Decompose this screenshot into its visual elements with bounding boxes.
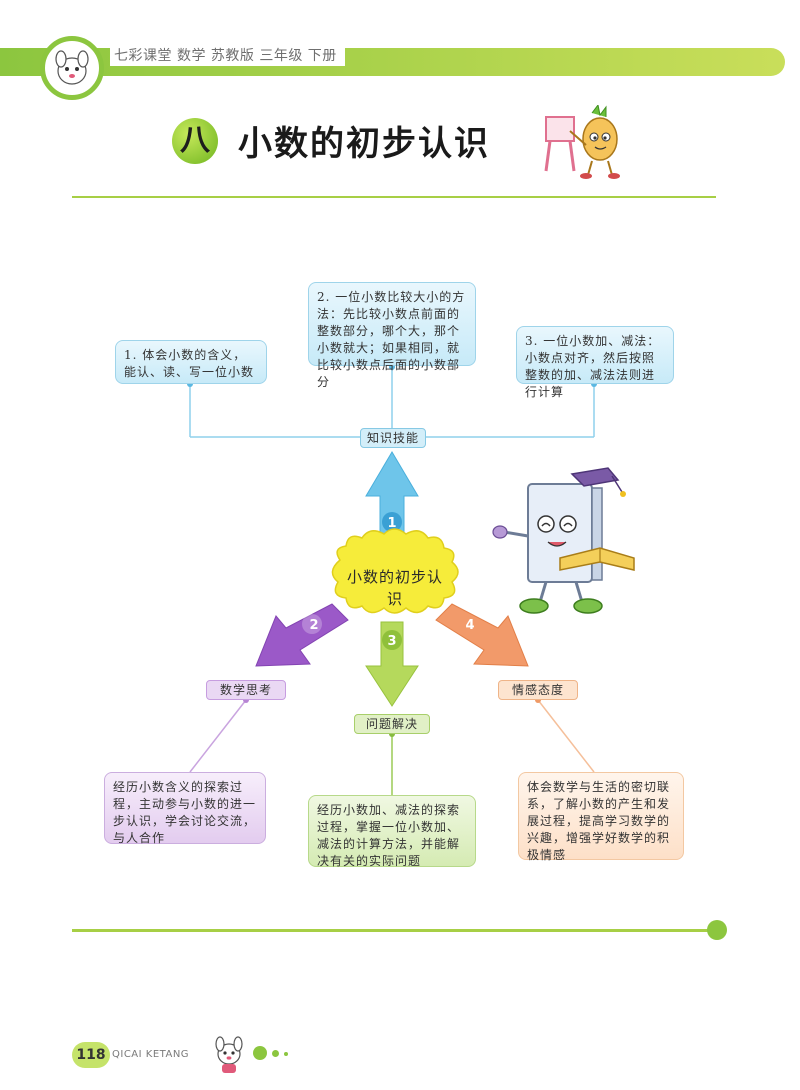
arrow-3-number: 3 — [387, 634, 396, 649]
branch-label-attitude: 情感态度 — [498, 680, 578, 700]
arrow-4-number: 4 — [465, 618, 474, 633]
arrow-4-down-right-icon: 4 — [435, 603, 529, 667]
arrow-1-up-icon: 1 — [365, 451, 419, 543]
footer-mascot-icon — [208, 1030, 250, 1080]
arrow-3-down-icon: 3 — [365, 621, 419, 707]
thinking-connector-line — [189, 699, 247, 773]
branch-label-problem-solving: 问题解决 — [354, 714, 430, 734]
book-mascot-icon — [488, 466, 640, 620]
page-number: 118 — [72, 1042, 110, 1068]
knowledge-item-3: 3. 一位小数加、减法：小数点对齐，然后按照整数的加、减法法则进行计算 — [516, 326, 674, 399]
center-cloud-shape — [331, 528, 459, 614]
bottom-divider — [72, 929, 712, 932]
problem-solving-item: 经历小数加、减法的探索过程，掌握一位小数加、减法的计算方法，并能解决有关的实际问… — [308, 795, 476, 868]
top-divider — [72, 196, 716, 198]
footer-dot-large — [253, 1046, 267, 1060]
page-title: 小数的初步认识 — [238, 124, 490, 164]
branch-label-knowledge: 知识技能 — [360, 428, 426, 448]
divider-end-dot — [707, 920, 727, 940]
mascot-logo-icon — [40, 36, 104, 100]
knowledge-item-1: 1. 体会小数的含义，能认、读、写一位小数 — [115, 340, 267, 384]
footer-dot-small — [284, 1052, 288, 1056]
center-topic: 小数的初步认识 — [346, 568, 443, 608]
arrow-2-number: 2 — [309, 618, 318, 633]
knowledge-item-2: 2. 一位小数比较大小的方法：先比较小数点前面的整数部分，哪个大，那个小数就大；… — [308, 282, 476, 389]
arrow-2-down-left-icon: 2 — [255, 603, 349, 667]
footer-brand: QICAI KETANG — [112, 1049, 190, 1060]
knowledge-connector-lines — [189, 366, 595, 438]
pineapple-painter-icon — [540, 103, 630, 185]
attitude-item: 体会数学与生活的密切联系，了解小数的产生和发展过程，提高学习数学的兴趣，增强学好… — [518, 772, 684, 862]
attitude-connector-line — [537, 699, 595, 773]
arrow-1-number: 1 — [387, 516, 396, 531]
footer-dot-medium — [272, 1050, 279, 1057]
chapter-numeral: 八 — [172, 118, 218, 164]
thinking-item: 经历小数含义的探索过程，主动参与小数的进一步认识，学会讨论交流，与人合作 — [104, 772, 266, 845]
branch-label-thinking: 数学思考 — [206, 680, 286, 700]
series-text: 七彩课堂 数学 苏教版 三年级 下册 — [110, 46, 345, 66]
